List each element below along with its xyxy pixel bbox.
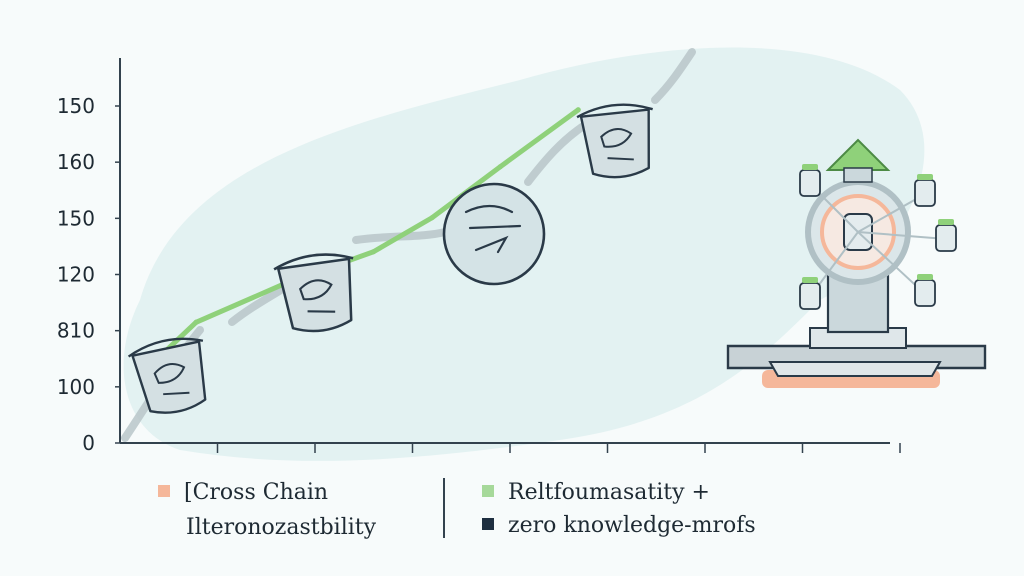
legend-swatch-2 — [482, 485, 494, 497]
legend-item-3: zero knowledge-mrofs — [482, 513, 756, 538]
series-0-segment-1 — [193, 280, 289, 325]
series-0-point-1 — [193, 319, 199, 325]
magnifier-icon — [442, 182, 546, 286]
legend-divider — [443, 478, 445, 538]
series-0-point-4 — [429, 215, 435, 221]
series-0-point-5 — [497, 164, 503, 170]
node-icon — [914, 179, 936, 207]
legend-swatch-3 — [482, 518, 494, 530]
y-tick-label: 810 — [57, 319, 95, 343]
cup-icon — [273, 253, 354, 333]
legend-label-1a: [Cross Chain — [184, 480, 329, 505]
y-tick-label: 120 — [57, 263, 95, 287]
node-icon — [799, 282, 821, 310]
blockchain-tower-icon — [726, 138, 987, 388]
legend-label-1b: Ilteronozastbility — [186, 515, 377, 540]
cup-icon — [576, 103, 654, 179]
series-0-segment-3 — [371, 215, 435, 255]
cup-icon — [127, 337, 207, 414]
series-0-point-3 — [371, 249, 376, 255]
legend-item-1: [Cross Chain Ilteronozastbility — [158, 480, 376, 540]
y-tick-label: 150 — [57, 206, 95, 230]
legend-swatch-1 — [158, 485, 170, 497]
node-icon — [799, 169, 821, 197]
decor-layer — [127, 103, 987, 414]
legend-label-2: Reltfoumasatity + — [508, 480, 710, 505]
y-tick-label: 0 — [82, 431, 95, 455]
y-tick-label: 100 — [57, 375, 95, 399]
node-icon — [935, 224, 957, 252]
series-0-point-6 — [575, 107, 581, 113]
legend-label-3: zero knowledge-mrofs — [508, 513, 756, 538]
legend-item-2: Reltfoumasatity + — [482, 480, 710, 505]
series-0-segment-5 — [497, 107, 581, 170]
y-tick-label: 160 — [57, 150, 95, 174]
y-tick-label: 150 — [57, 94, 95, 118]
axes: 150 160 150 120 810 100 0 — [57, 58, 901, 455]
node-icon — [914, 279, 936, 307]
